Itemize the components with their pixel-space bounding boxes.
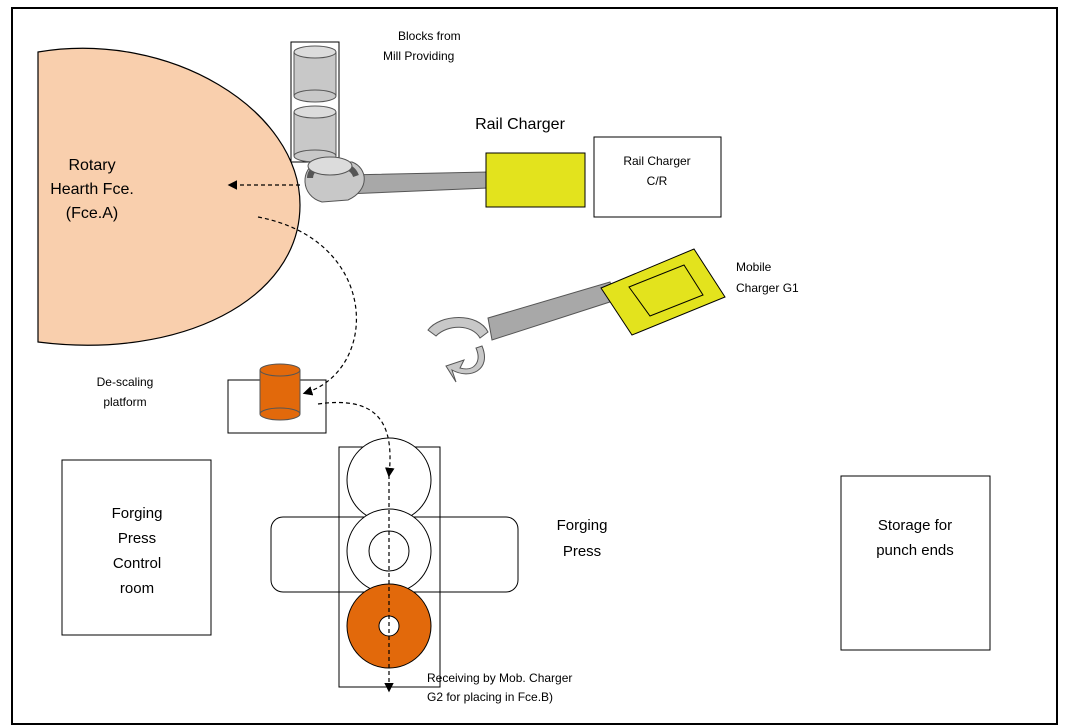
press-control-room xyxy=(61,459,212,636)
rail-charger-gripper xyxy=(304,156,365,203)
blocks-label-line1: Blocks from xyxy=(398,29,461,43)
forging-press-label-line2: Press xyxy=(563,543,601,560)
mobile-charger-cab xyxy=(628,264,704,317)
receiving-label-line1: Receiving by Mob. Charger xyxy=(427,671,572,685)
mobile-charger-body xyxy=(600,248,726,336)
control-label-line3: Control xyxy=(113,555,161,572)
rail-charger-cr-line1: Rail Charger xyxy=(623,154,690,168)
storage-label-line1: Storage for xyxy=(878,517,952,534)
punch-ends-storage xyxy=(840,475,991,651)
mobile-charger-gripper xyxy=(427,317,489,383)
mobile-g1-label-line2: Charger G1 xyxy=(736,281,799,295)
descaling-to-press-arrow xyxy=(317,401,395,478)
press-station-2-inner xyxy=(368,530,410,572)
control-label-line4: room xyxy=(120,580,154,597)
control-label-line1: Forging xyxy=(112,505,163,522)
blocks-label-line2: Mill Providing xyxy=(383,49,454,63)
rotary-label-line1: Rotary xyxy=(68,157,115,174)
control-label-line2: Press xyxy=(118,530,156,547)
descaling-label-line1: De-scaling xyxy=(97,375,154,389)
descaling-label-line2: platform xyxy=(103,395,146,409)
storage-label-line2: punch ends xyxy=(876,542,954,559)
block-cylinder-bottom xyxy=(293,105,337,163)
rotary-hearth-furnace xyxy=(37,47,301,346)
mobile-g1-label-line1: Mobile xyxy=(736,260,772,274)
rotary-label-line2: Hearth Fce. xyxy=(50,181,134,198)
block-cylinder-top xyxy=(293,45,337,103)
rail-charger-control-room xyxy=(593,136,722,218)
forging-press-label-line1: Forging xyxy=(557,517,608,534)
receiving-label-line2: G2 for placing in Fce.B) xyxy=(427,690,553,704)
rail-charger-body xyxy=(485,152,586,208)
rail-charger-cr-line2: C/R xyxy=(647,174,668,188)
rail-charger-label: Rail Charger xyxy=(475,116,565,133)
hot-block xyxy=(259,363,301,421)
rotary-label-line3: (Fce.A) xyxy=(66,205,118,222)
furnace-to-descaling-arrow xyxy=(257,216,357,396)
